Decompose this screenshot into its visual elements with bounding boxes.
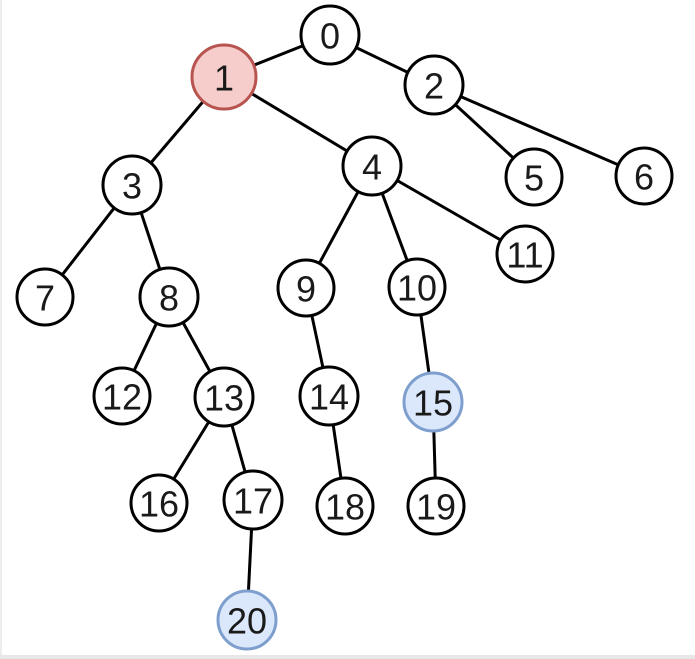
tree-node-circle-16[interactable] <box>129 473 189 533</box>
tree-node-9[interactable]: 9 <box>276 258 336 318</box>
tree-node-circle-10[interactable] <box>387 257 447 317</box>
tree-node-2[interactable]: 2 <box>403 54 465 116</box>
tree-node-4[interactable]: 4 <box>341 135 403 197</box>
tree-node-14[interactable]: 14 <box>298 365 360 427</box>
tree-node-13[interactable]: 13 <box>193 366 255 428</box>
tree-node-circle-7[interactable] <box>15 267 75 327</box>
tree-node-circle-3[interactable] <box>101 154 163 216</box>
tree-node-circle-8[interactable] <box>138 266 200 328</box>
tree-node-circle-12[interactable] <box>92 366 152 426</box>
tree-node-circle-2[interactable] <box>403 54 465 116</box>
tree-node-0[interactable]: 0 <box>299 4 361 66</box>
tree-node-6[interactable]: 6 <box>614 146 674 206</box>
tree-node-circle-18[interactable] <box>315 476 375 536</box>
tree-node-circle-4[interactable] <box>341 135 403 197</box>
tree-node-3[interactable]: 3 <box>101 154 163 216</box>
tree-node-circle-19[interactable] <box>406 476 466 536</box>
tree-node-circle-20[interactable] <box>216 589 278 651</box>
tree-node-8[interactable]: 8 <box>138 266 200 328</box>
tree-node-circle-1[interactable] <box>190 43 258 111</box>
tree-node-10[interactable]: 10 <box>387 257 447 317</box>
tree-node-circle-13[interactable] <box>193 366 255 428</box>
tree-node-circle-11[interactable] <box>495 224 555 284</box>
tree-node-18[interactable]: 18 <box>315 476 375 536</box>
tree-node-circle-0[interactable] <box>299 4 361 66</box>
tree-node-11[interactable]: 11 <box>495 224 555 284</box>
tree-node-circle-15[interactable] <box>402 371 464 433</box>
tree-node-1[interactable]: 1 <box>190 43 258 111</box>
tree-node-7[interactable]: 7 <box>15 267 75 327</box>
tree-node-circle-6[interactable] <box>614 146 674 206</box>
tree-node-16[interactable]: 16 <box>129 473 189 533</box>
tree-node-circle-9[interactable] <box>276 258 336 318</box>
tree-node-5[interactable]: 5 <box>504 147 564 207</box>
canvas-bottom-edge <box>0 655 695 659</box>
canvas-left-edge <box>0 0 2 659</box>
tree-node-19[interactable]: 19 <box>406 476 466 536</box>
tree-node-17[interactable]: 17 <box>222 469 284 531</box>
tree-node-15[interactable]: 15 <box>402 371 464 433</box>
tree-node-circle-17[interactable] <box>222 469 284 531</box>
tree-node-circle-14[interactable] <box>298 365 360 427</box>
tree-node-circle-5[interactable] <box>504 147 564 207</box>
tree-edge-2-6 <box>432 83 646 178</box>
tree-node-20[interactable]: 20 <box>216 589 278 651</box>
tree-node-12[interactable]: 12 <box>92 366 152 426</box>
